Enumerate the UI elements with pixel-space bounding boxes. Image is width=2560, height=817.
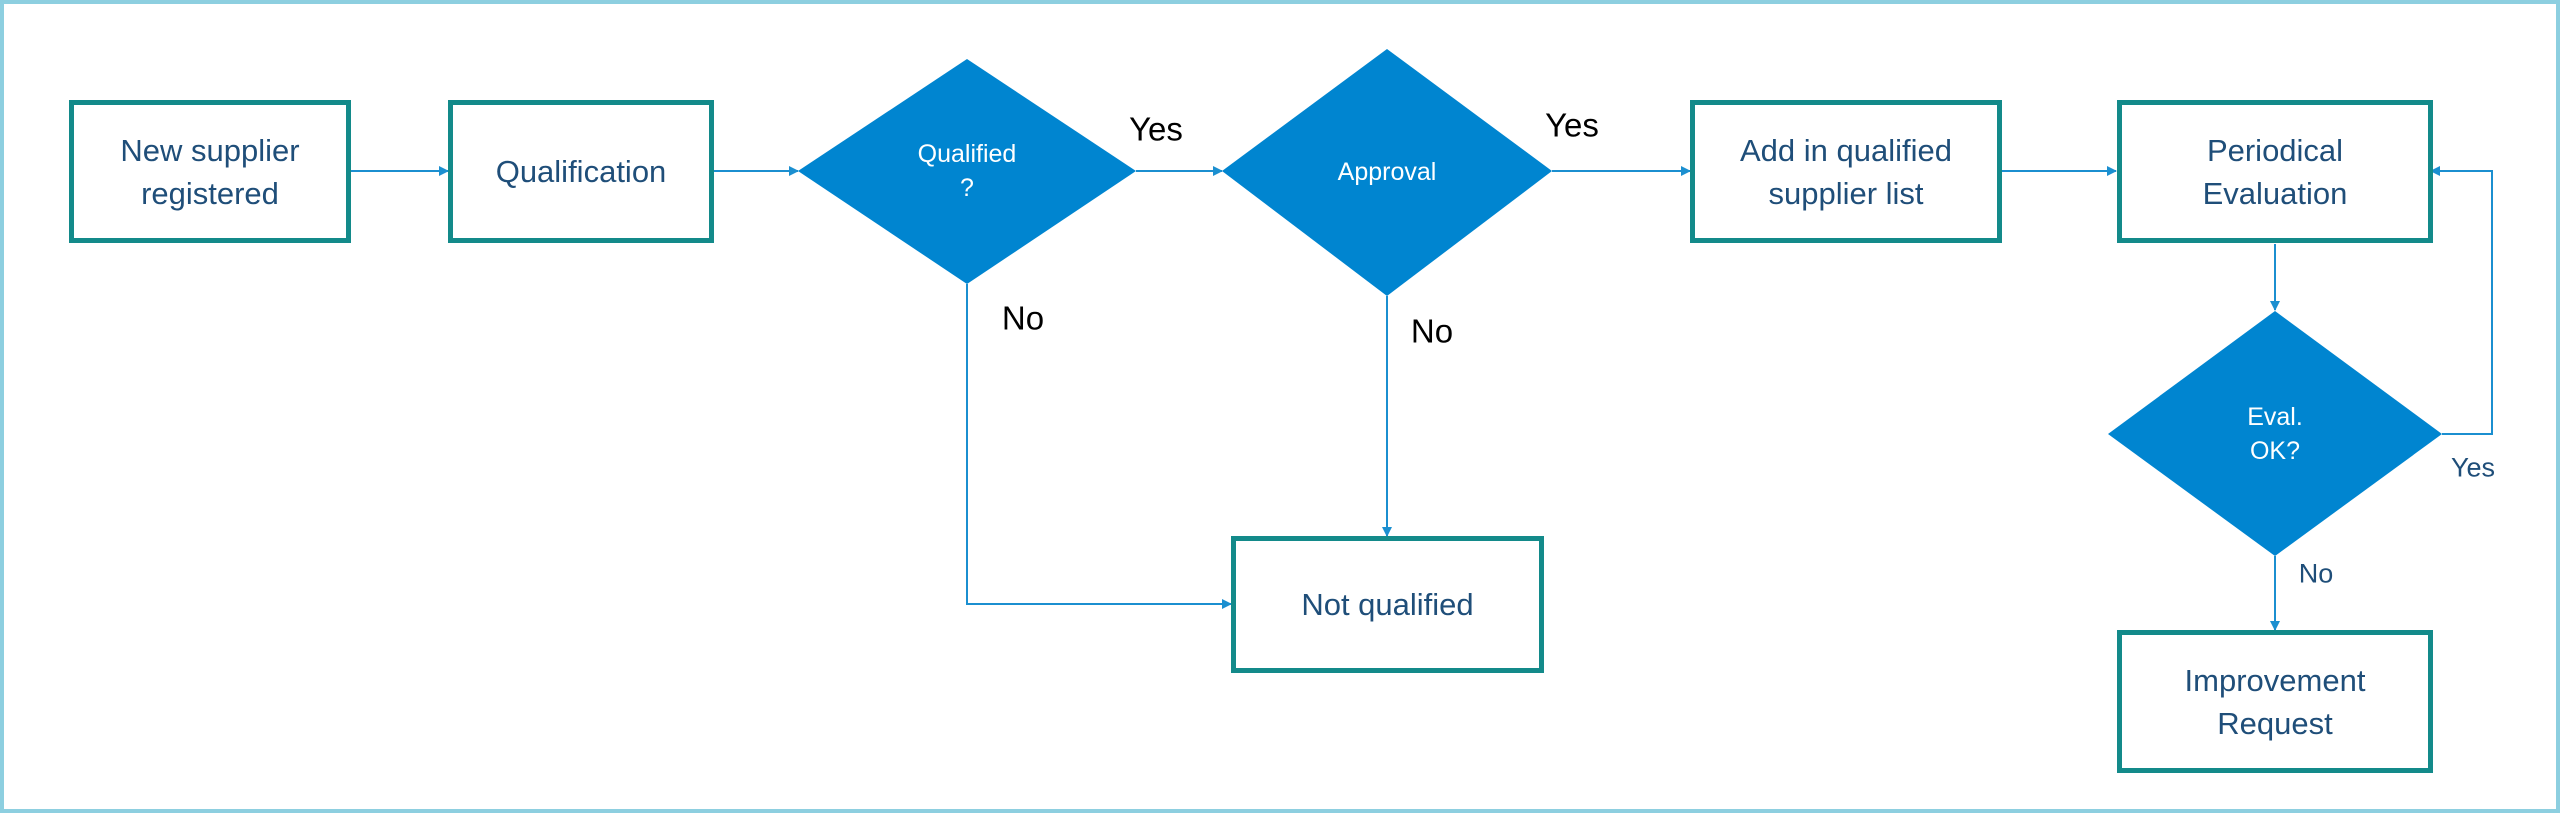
eval-no-label: No [2298,558,2334,589]
approval-decision-label: Approval [1337,158,1437,186]
improvement-request-box: Improvement Request [2117,630,2433,773]
not-qualified-box: Not qualified [1231,536,1544,673]
qualified-decision-diamond [798,59,1136,284]
qualified-decision-label: Qualified ? [917,140,1017,202]
connector-qualified-no-to-not-qualified [966,284,1232,609]
connector-eval-ok-yes-back-to-evaluation [2430,166,2493,435]
periodical-evaluation-box: Periodical Evaluation [2117,100,2433,243]
add-qualified-supplier-list-box: Add in qualified supplier list [1690,100,2002,243]
eval-ok-decision-diamond [2108,311,2442,556]
qualified-no-label: No [1001,299,1045,337]
eval-yes-label: Yes [2450,452,2496,483]
qualified-yes-label: Yes [1129,110,1183,148]
eval-ok-decision-label: Eval. OK? [2247,403,2303,465]
flowchart-connectors [350,49,2493,631]
qualification-box: Qualification [448,100,714,243]
new-supplier-registered-box: New supplier registered [69,100,351,243]
approval-yes-label: Yes [1545,106,1599,144]
approval-decision-diamond [1222,49,1552,296]
approval-no-label: No [1410,312,1454,350]
